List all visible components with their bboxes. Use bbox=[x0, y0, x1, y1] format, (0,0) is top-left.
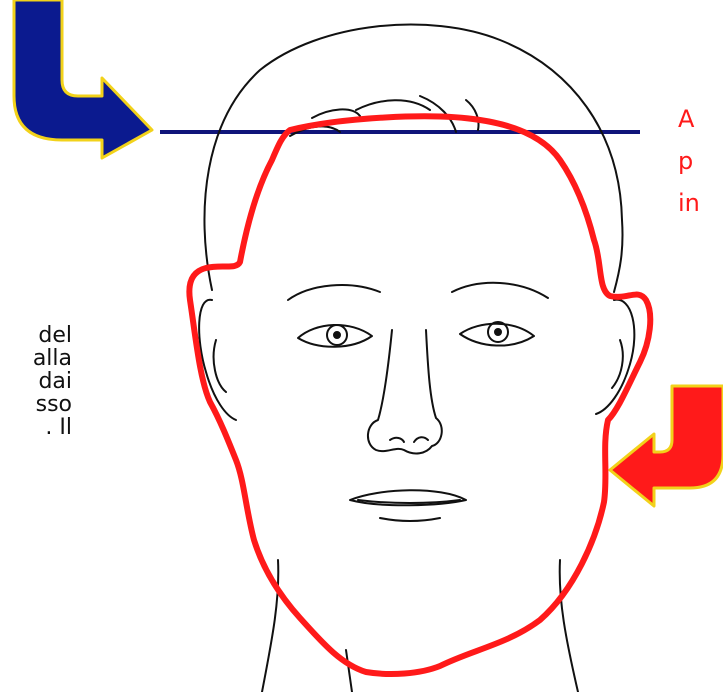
right-eyebrow bbox=[452, 283, 548, 298]
left-ear bbox=[199, 300, 236, 420]
nose bbox=[368, 330, 442, 453]
head-sketch bbox=[199, 25, 634, 692]
right-text-line: A bbox=[678, 98, 700, 140]
right-text-fragments: A p in bbox=[678, 98, 700, 224]
right-ear bbox=[596, 300, 634, 414]
left-text-line: sso bbox=[0, 393, 72, 416]
blue-arrow bbox=[14, 0, 152, 158]
right-text-line: p bbox=[678, 140, 700, 182]
left-text-fragments: del alla dai sso . Il bbox=[0, 324, 72, 439]
left-text-line: del bbox=[0, 324, 72, 347]
left-text-line: . Il bbox=[0, 416, 72, 439]
left-text-line: alla bbox=[0, 347, 72, 370]
left-eyebrow bbox=[288, 285, 380, 300]
face-outline-red bbox=[189, 116, 650, 674]
red-arrow bbox=[610, 386, 723, 506]
left-text-line: dai bbox=[0, 370, 72, 393]
right-text-line: in bbox=[678, 182, 700, 224]
